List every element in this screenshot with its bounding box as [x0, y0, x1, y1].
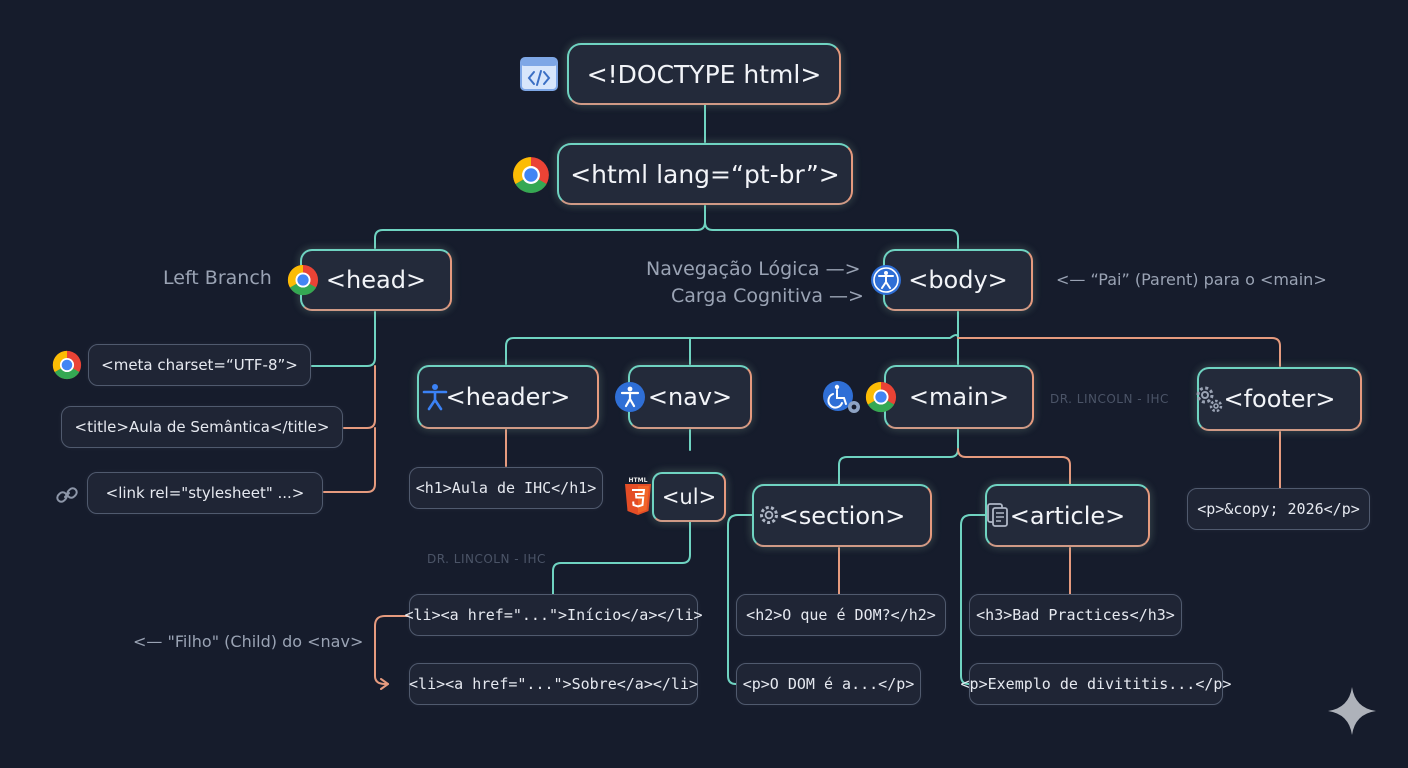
- chrome-icon: [52, 350, 82, 380]
- navegacao-logica-label: Navegação Lógica —>: [646, 258, 861, 280]
- sparkle-icon: [1328, 687, 1376, 735]
- footer-node: <footer>: [1197, 367, 1362, 431]
- p-exemplo-node: <p>Exemplo de divititis...</p>: [961, 663, 1231, 705]
- html5-icon: HTML: [625, 477, 651, 515]
- chrome-icon: [513, 157, 549, 193]
- h2-node: <h2>O que é DOM?</h2>: [736, 594, 946, 636]
- title-node: <title>Aula de Semântica</title>: [61, 406, 343, 448]
- watermark-ul: DR. LINCOLN - IHC: [427, 552, 546, 566]
- parent-of-main-label: <— “Pai” (Parent) para o <main>: [1056, 270, 1327, 289]
- link-icon: [56, 487, 78, 503]
- h1-node: <h1>Aula de IHC</h1>: [409, 467, 603, 509]
- html-node: <html lang=“pt-br”>: [557, 143, 853, 205]
- article-node: <article>: [985, 484, 1150, 547]
- doctype-node: <!DOCTYPE html>: [567, 43, 841, 105]
- li-inicio-node: <li><a href="...">Início</a></li>: [405, 594, 703, 636]
- code-window-icon: [520, 57, 558, 91]
- ul-node: <ul>: [652, 472, 726, 522]
- p-footer-node: <p>&copy; 2026</p>: [1187, 488, 1370, 530]
- accessibility-icon: [871, 265, 901, 295]
- chrome-icon: [287, 264, 319, 296]
- chrome-icon: [865, 381, 897, 413]
- html5-badge-text: HTML: [629, 477, 648, 484]
- body-node: <body>: [883, 249, 1033, 311]
- header-node: <header>: [417, 365, 599, 429]
- left-branch-label: Left Branch: [163, 267, 272, 289]
- p-dom-node: <p>O DOM é a...</p>: [736, 663, 921, 705]
- li-sobre-node: <li><a href="...">Sobre</a></li>: [409, 663, 698, 705]
- link-stylesheet-node: <link rel="stylesheet" ...>: [87, 472, 323, 514]
- child-of-nav-label: <— "Filho" (Child) do <nav>: [133, 632, 364, 651]
- main-node: <main>: [884, 365, 1034, 429]
- h3-node: <h3>Bad Practices</h3>: [969, 594, 1182, 636]
- gears-icon: [1196, 386, 1223, 413]
- accessibility-person-icon: [422, 384, 448, 411]
- section-node: <section>: [752, 484, 932, 547]
- document-icon: [987, 503, 1008, 527]
- watermark-main: DR. LINCOLN - IHC: [1050, 392, 1169, 406]
- nav-node: <nav>: [628, 365, 752, 429]
- head-node: <head>: [300, 249, 452, 311]
- wheelchair-settings-icon: [823, 381, 860, 413]
- gear-icon: [760, 506, 778, 524]
- meta-charset-node: <meta charset=“UTF-8”>: [88, 344, 311, 386]
- carga-cognitiva-label: Carga Cognitiva —>: [671, 285, 864, 307]
- accessibility-icon: [615, 382, 645, 412]
